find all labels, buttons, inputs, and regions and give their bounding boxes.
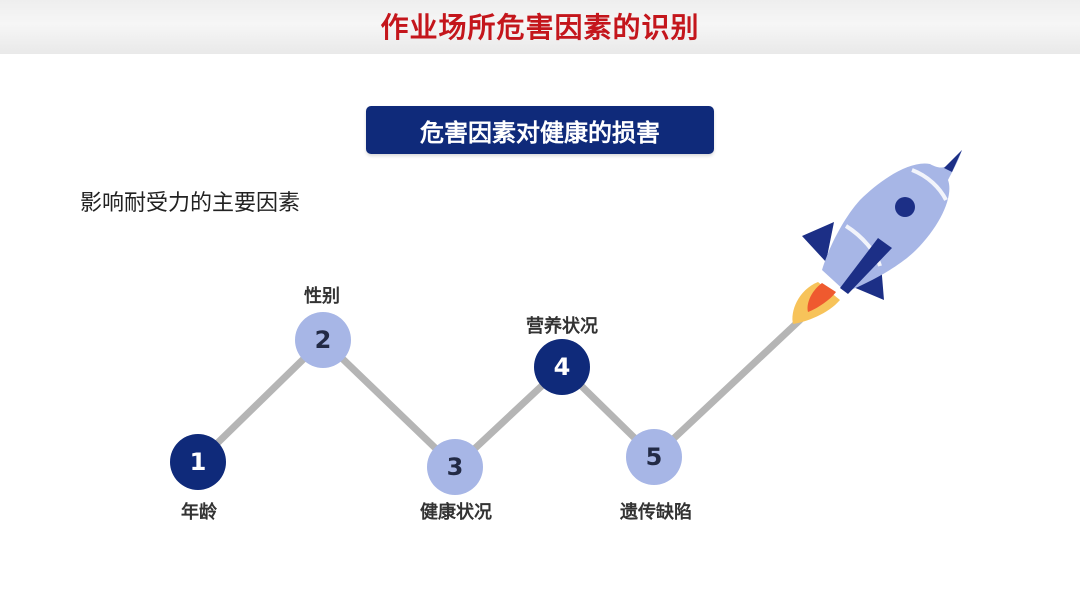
factor-label-5: 遗传缺陷	[620, 502, 692, 523]
page-title: 作业场所危害因素的识别	[380, 11, 700, 44]
factor-label-4: 营养状况	[526, 316, 598, 337]
rocket-fin-center	[840, 238, 892, 294]
factor-node-4: 4	[534, 339, 590, 395]
factor-number: 4	[553, 353, 571, 381]
factor-label-3: 健康状况	[420, 502, 492, 523]
factor-number: 1	[189, 448, 207, 476]
factor-label-1: 年龄	[181, 502, 217, 523]
rocket-stripe-1	[911, 168, 948, 201]
title-band	[0, 0, 1080, 54]
rocket-stripe-2	[844, 224, 882, 267]
section-title: 危害因素对健康的损害	[420, 118, 660, 147]
factor-node-5: 5	[626, 429, 682, 485]
section-header: 危害因素对健康的损害	[366, 106, 714, 154]
factor-label-2: 性别	[304, 286, 340, 307]
factor-number: 2	[314, 326, 332, 354]
factor-node-1: 1	[170, 434, 226, 490]
rocket-icon	[792, 150, 962, 324]
rocket-fin-left	[802, 222, 834, 262]
subtitle: 影响耐受力的主要因素	[80, 191, 301, 216]
rocket-window	[895, 197, 915, 217]
factor-number: 5	[645, 443, 663, 471]
rocket-flame-inner	[807, 283, 836, 312]
factor-node-2: 2	[295, 312, 351, 368]
zigzag-line	[194, 316, 804, 471]
factor-number: 3	[446, 453, 464, 481]
factor-node-3: 3	[427, 439, 483, 495]
rocket-nose	[944, 150, 962, 172]
rocket-body	[822, 150, 962, 292]
